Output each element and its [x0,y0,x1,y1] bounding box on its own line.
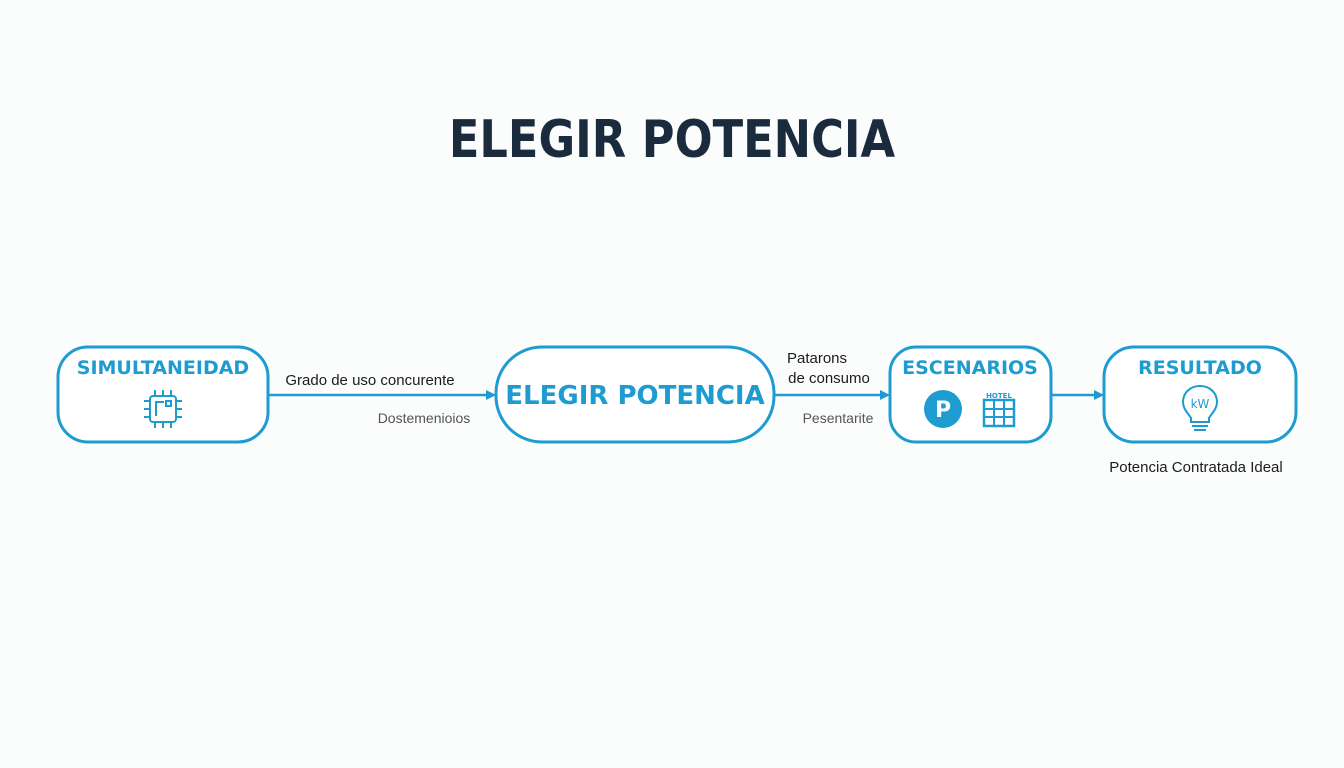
hotel-sign-text: HOTEL [986,392,1012,400]
result-caption: Potencia Contratada Ideal [1109,459,1282,476]
node-elegir-potencia: ELEGIR POTENCIA [494,345,776,444]
hotel-building-icon: HOTEL [982,392,1016,428]
node-simultaneidad: SIMULTANEIDAD [56,345,270,444]
node-label-elegir-potencia: ELEGIR POTENCIA [505,381,764,411]
node-label-escenarios: ESCENARIOS [902,357,1038,379]
edge-sublabel-pesentarite: Pesentarite [803,410,874,426]
chip-icon [144,390,182,428]
edge-sublabel-dostemenioios: Dostemenioios [378,410,471,426]
edge-label-de-consumo: de consumo [788,370,870,387]
edge-label-grado: Grado de uso concurente [285,372,454,389]
page-title: ELEGIR POTENCIA [448,110,896,170]
svg-text:P: P [935,398,951,423]
node-label-simultaneidad: SIMULTANEIDAD [77,357,249,379]
node-escenarios: ESCENARIOS P HOTEL [888,345,1053,444]
parking-icon: P [924,390,962,428]
node-label-resultado: RESULTADO [1138,357,1262,379]
lightbulb-kw-icon: kW [1181,384,1219,431]
kw-text: kW [1191,397,1210,411]
edge-elegir-to-escenarios: Patarons de consumo Pesentarite [775,350,890,426]
edge-label-patarons: Patarons [787,350,847,367]
edge-simultaneidad-to-elegir: Grado de uso concurente Dostemenioios [268,372,496,426]
node-resultado: RESULTADO kW [1102,345,1298,444]
